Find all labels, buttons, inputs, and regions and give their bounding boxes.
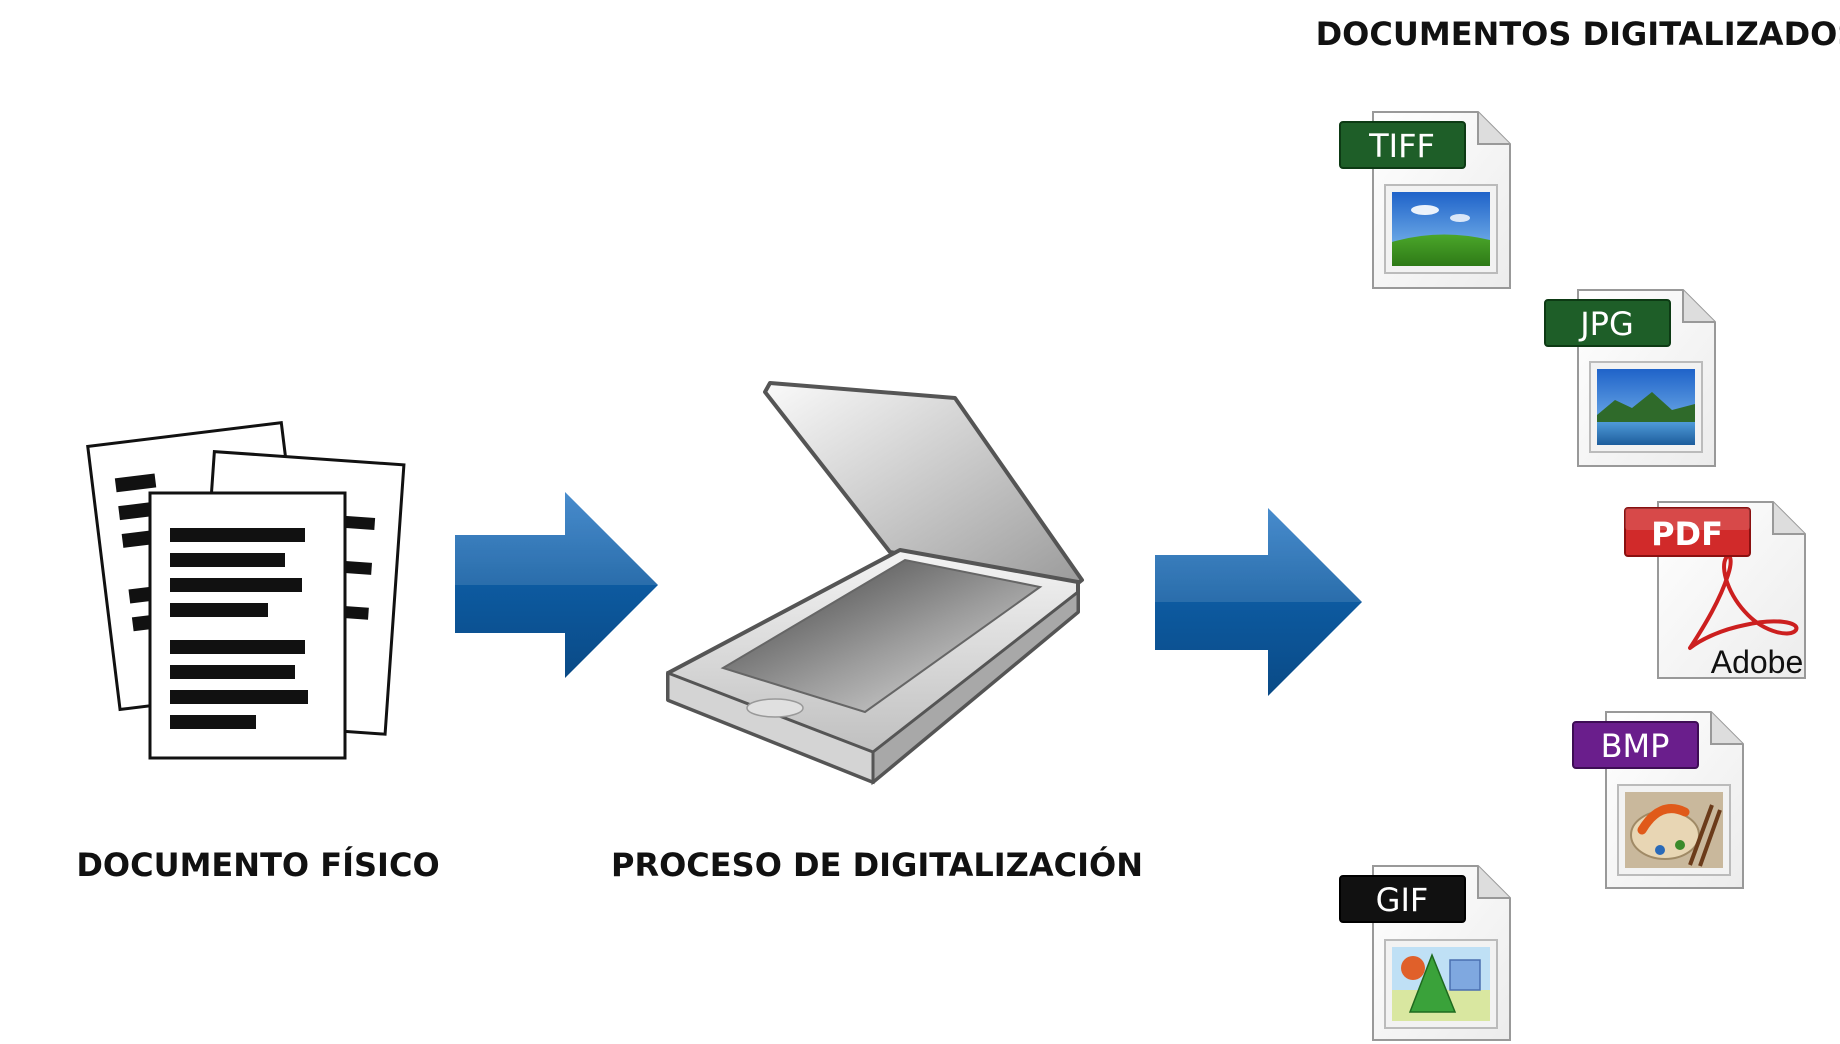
label-digitization-process: PROCESO DE DIGITALIZACIÓN [611, 845, 1143, 884]
landscape-grass-icon [1392, 192, 1490, 266]
paint-palette-icon [1625, 792, 1723, 868]
format-label-jpg: JPG [1578, 305, 1634, 343]
format-label-tiff: TIFF [1368, 127, 1435, 165]
pdf-file-icon: Adobe PDF [1624, 501, 1806, 680]
landscape-lake-icon [1597, 369, 1695, 445]
shapes-scene-icon [1392, 947, 1490, 1021]
scanner-icon [666, 381, 1084, 786]
label-physical-document: DOCUMENTO FÍSICO [76, 846, 439, 884]
arrow-right-icon [455, 492, 658, 678]
physical-document-icon [86, 421, 406, 760]
format-label-pdf: PDF [1651, 515, 1723, 553]
jpg-file-icon: JPG [1544, 289, 1716, 467]
adobe-brand-text: Adobe [1711, 644, 1804, 680]
bmp-file-icon: BMP [1572, 711, 1744, 889]
arrow-right-icon [1155, 508, 1362, 696]
adobe-acrobat-icon [1688, 554, 1799, 650]
gif-file-icon: GIF [1339, 865, 1511, 1041]
format-label-gif: GIF [1376, 881, 1429, 919]
label-digitized-documents: DOCUMENTOS DIGITALIZADOS [1316, 15, 1840, 53]
format-label-bmp: BMP [1601, 727, 1670, 765]
tiff-file-icon: TIFF [1339, 111, 1511, 289]
